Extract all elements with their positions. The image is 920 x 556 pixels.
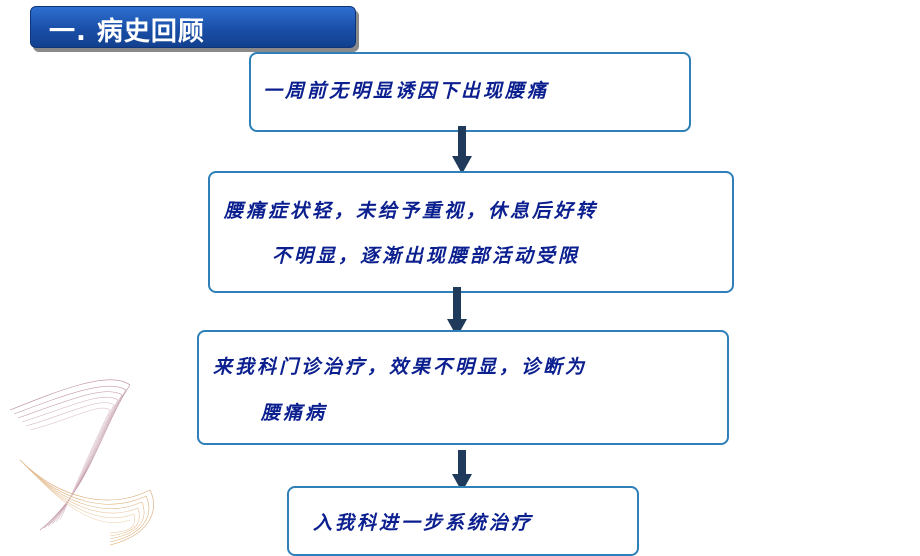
down-arrow-icon xyxy=(452,126,472,174)
flow-step-3-text-line1: 来我科门诊治疗，效果不明显，诊断为 xyxy=(213,356,588,378)
section-title-bar: 一. 病史回顾 xyxy=(30,6,356,48)
flow-step-1-text: 一周前无明显诱因下出现腰痛 xyxy=(263,80,550,102)
flow-step-4-text: 入我科进一步系统治疗 xyxy=(313,512,534,534)
section-title: 一. 病史回顾 xyxy=(49,17,205,47)
flow-step-2: 腰痛症状轻，未给予重视，休息后好转 不明显，逐渐出现腰部活动受限 xyxy=(208,171,734,293)
decorative-ribbon-graphic xyxy=(9,379,154,546)
flow-step-3: 来我科门诊治疗，效果不明显，诊断为 腰痛病 xyxy=(197,330,729,445)
flow-step-2-text-line2: 不明显，逐渐出现腰部活动受限 xyxy=(272,245,581,267)
down-arrow-icon xyxy=(452,450,472,492)
flow-step-4: 入我科进一步系统治疗 xyxy=(287,486,639,556)
down-arrow-icon xyxy=(447,287,467,337)
flow-step-1: 一周前无明显诱因下出现腰痛 xyxy=(249,52,691,132)
flow-step-2-text-line1: 腰痛症状轻，未给予重视，休息后好转 xyxy=(224,200,599,222)
flow-step-3-text-line2: 腰痛病 xyxy=(261,402,328,424)
